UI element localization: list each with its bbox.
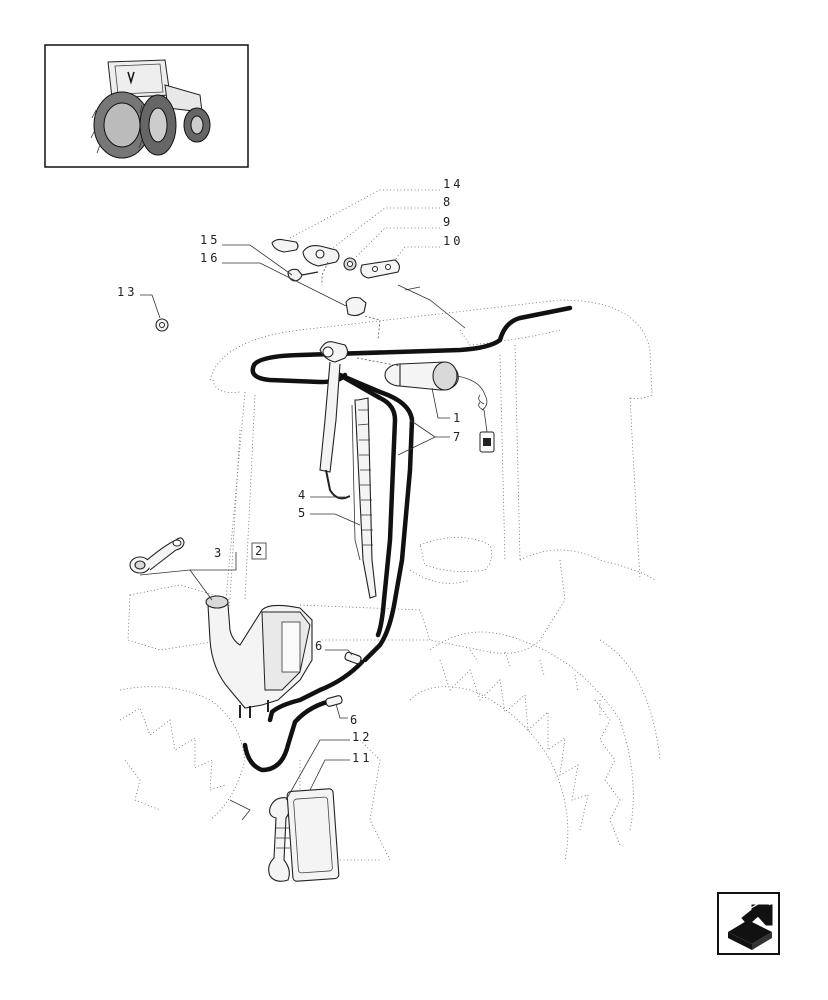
tractor-thumbnail xyxy=(44,44,249,168)
kit-parts-11-12 xyxy=(268,788,340,882)
callout-10: 10 xyxy=(443,234,463,248)
callout-13: 13 xyxy=(117,285,137,299)
wiper-arm-4 xyxy=(319,341,351,500)
callout-12: 12 xyxy=(352,730,372,744)
wiper-blade-5 xyxy=(351,397,377,599)
filler-cap-3 xyxy=(129,537,185,574)
washer-reservoir-2 xyxy=(205,595,313,718)
callout-3: 3 xyxy=(214,546,224,560)
hose-connectors-6 xyxy=(325,651,362,707)
callout-5: 5 xyxy=(298,506,308,520)
washer-hose-7 xyxy=(242,305,573,773)
callout-9: 9 xyxy=(443,215,453,229)
tractor-background-outline xyxy=(119,299,661,861)
callout-6-lower: 6 xyxy=(350,713,360,727)
callout-15: 15 xyxy=(200,233,220,247)
callout-labels: 14 8 9 10 15 16 13 1 7 4 5 3 2 6 6 12 11 xyxy=(117,177,463,765)
next-page-button[interactable] xyxy=(717,892,780,955)
tractor-overview-icon xyxy=(90,59,211,159)
callout-7: 7 xyxy=(453,430,463,444)
callout-4: 4 xyxy=(298,488,308,502)
callout-1: 1 xyxy=(453,411,463,425)
callout-16: 16 xyxy=(200,251,220,265)
small-parts-group xyxy=(155,238,401,341)
callout-2-box xyxy=(251,542,267,560)
leader-lines xyxy=(139,189,466,801)
callout-2: 2 xyxy=(255,544,265,558)
callout-11: 11 xyxy=(352,751,372,765)
callout-8: 8 xyxy=(443,195,453,209)
wiper-motor-1 xyxy=(356,357,495,453)
next-page-arrow-icon xyxy=(728,899,773,950)
callout-6-upper: 6 xyxy=(315,639,325,653)
callout-14: 14 xyxy=(443,177,463,191)
